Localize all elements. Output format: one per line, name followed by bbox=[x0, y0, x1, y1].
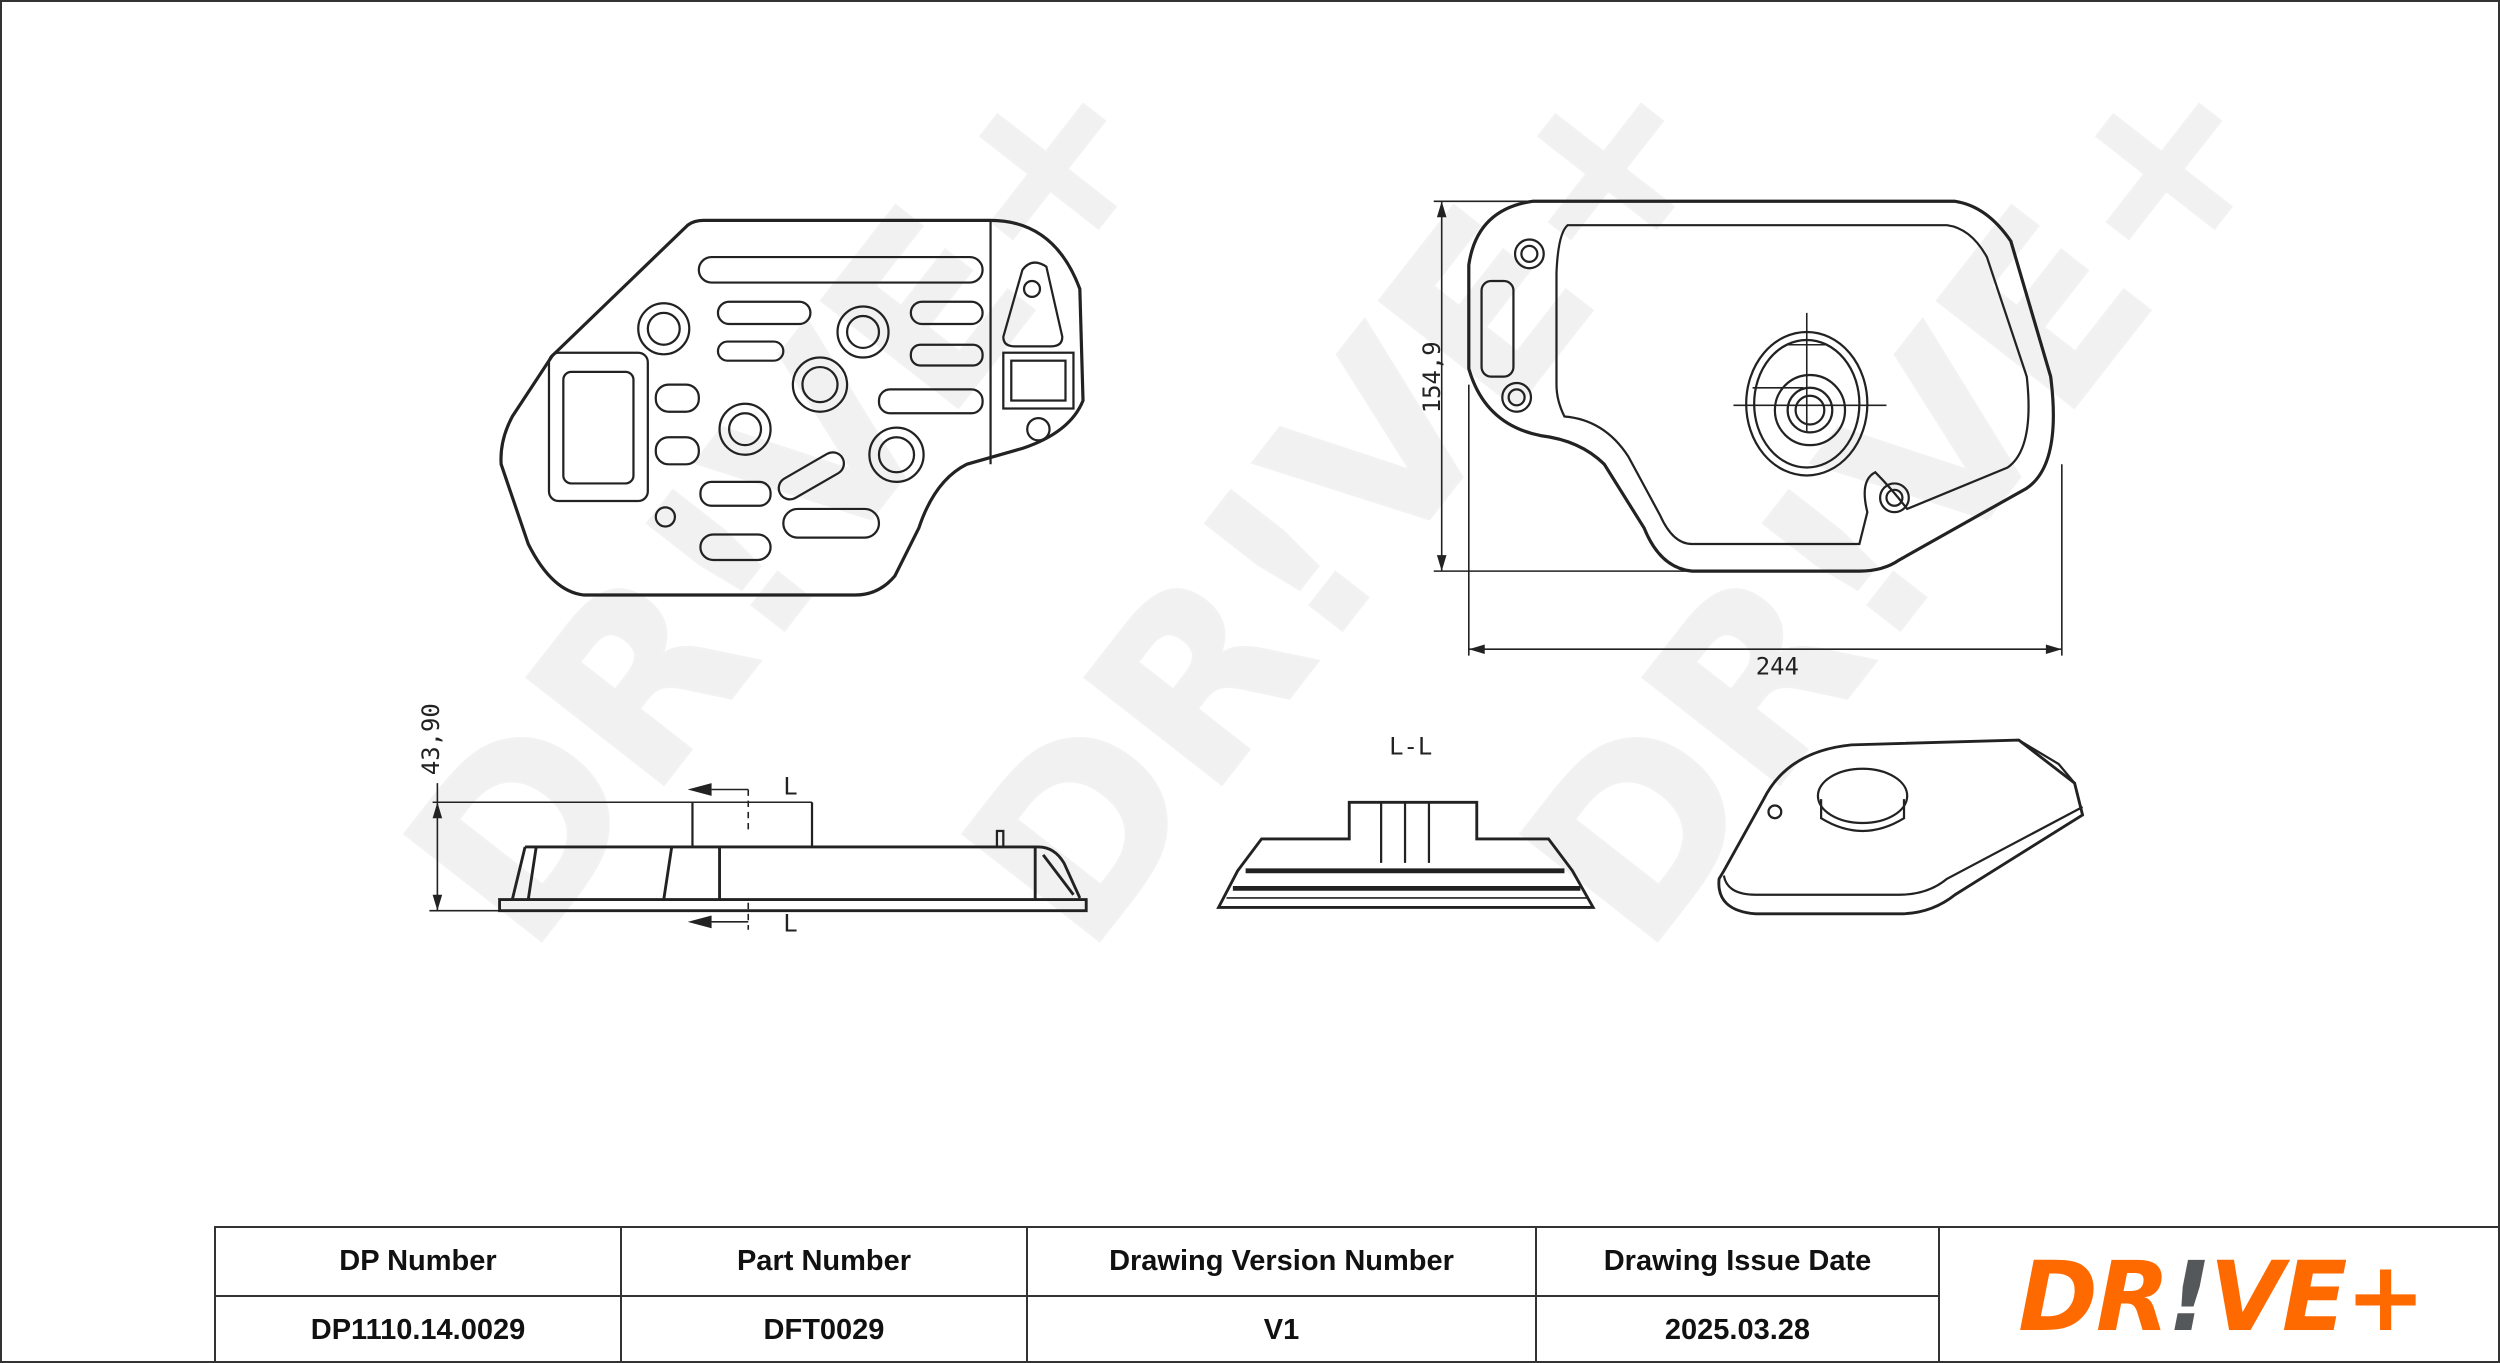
dimension-side-height: 43,90 bbox=[417, 703, 445, 775]
value-issue-date: 2025.03.28 bbox=[1537, 1297, 1940, 1361]
logo-text-left: DR bbox=[2018, 1240, 2170, 1353]
filter-iso-view bbox=[1717, 738, 2085, 916]
value-drawing-version: V1 bbox=[1028, 1297, 1537, 1361]
header-dp-number: DP Number bbox=[216, 1228, 622, 1297]
dimension-height: 154,9 bbox=[1418, 341, 1446, 413]
section-marker-bottom: L bbox=[783, 909, 797, 937]
dimension-width: 244 bbox=[1756, 653, 1799, 681]
section-view: L-L bbox=[1216, 732, 1596, 909]
header-drawing-version: Drawing Version Number bbox=[1028, 1228, 1537, 1297]
filter-side-view: 43,90 L L bbox=[417, 703, 1088, 937]
value-part-number: DFT0029 bbox=[622, 1297, 1028, 1361]
logo-text-right: VE+ bbox=[2209, 1240, 2426, 1353]
header-part-number: Part Number bbox=[622, 1228, 1028, 1297]
logo-text-bang: ! bbox=[2167, 1240, 2212, 1353]
section-label: L-L bbox=[1389, 732, 1432, 760]
filter-top-view: 154,9 244 bbox=[1418, 199, 2063, 681]
value-dp-number: DP1110.14.0029 bbox=[216, 1297, 622, 1361]
brand-logo: DR!VE+ bbox=[1938, 1228, 2498, 1361]
header-issue-date: Drawing Issue Date bbox=[1537, 1228, 1940, 1297]
title-block: DP Number Part Number Drawing Version Nu… bbox=[214, 1226, 2498, 1361]
filter-bottom-view bbox=[499, 218, 1085, 597]
section-marker-top: L bbox=[783, 772, 797, 800]
